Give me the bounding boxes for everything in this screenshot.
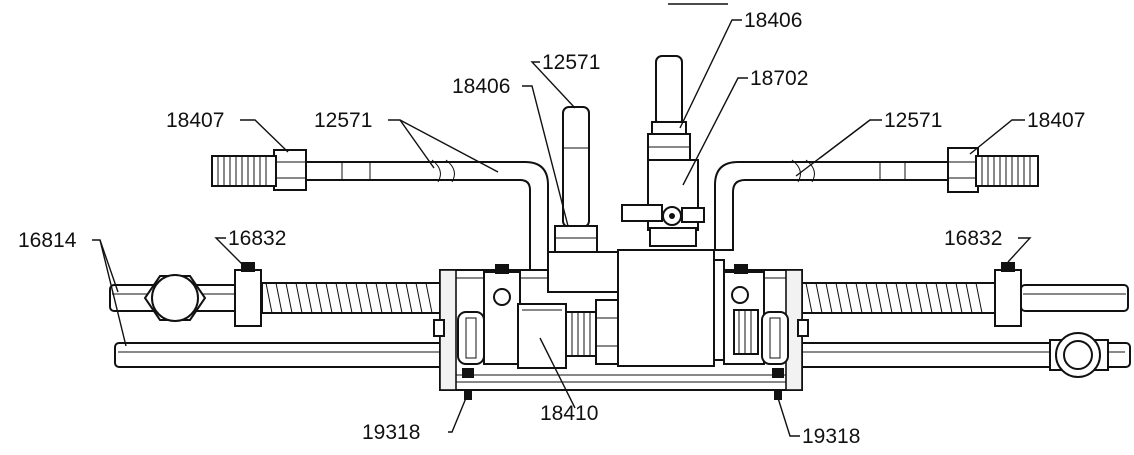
label-bottom-right-screw: 19318 [802,425,860,448]
upper-rod-left [109,274,261,322]
lower-rod-coupler [1049,332,1109,378]
valve-18702 [621,159,705,247]
block-18410 [517,303,567,369]
label-top-center: 18406 [744,9,802,32]
upper-rod-right [1020,284,1129,312]
left-threaded-rod [261,282,443,314]
right-bent-tube [714,159,956,251]
lower-rod-left [114,342,446,368]
label-upper-left-nut: 18406 [452,75,510,98]
leader-lines [92,19,1032,437]
label-right-collar: 16832 [944,227,1002,250]
label-left-tube: 12571 [314,109,372,132]
label-bottom-left-screw: 19318 [362,421,420,444]
center-body [547,249,725,367]
label-right-end-nut: 18407 [1027,109,1085,132]
right-threaded-rod [799,282,996,314]
spring-left [565,311,597,357]
left-inner-roller [457,311,485,365]
left-vertical-fitting [554,106,598,253]
right-end-nut [947,147,1039,193]
right-inner-parts [723,264,789,365]
label-right-tube: 12571 [884,109,942,132]
bottom-screw-right [772,368,784,400]
label-valve: 18702 [750,67,808,90]
label-bottom-block: 18410 [540,402,598,425]
label-left-collar: 16832 [228,227,286,250]
left-end-nut [211,149,307,191]
bottom-screw-left [462,368,474,400]
left-block [483,264,521,365]
right-collar [994,262,1022,327]
label-upper-left-fitting: 12571 [542,51,600,74]
top-vertical-fitting [647,55,691,161]
label-left-end-nut: 18407 [166,109,224,132]
left-bent-tube [299,159,549,271]
label-left-rods: 16814 [18,229,77,252]
left-collar [234,262,262,327]
center-hex-nut [595,299,619,365]
lower-rod-right [794,342,1131,368]
